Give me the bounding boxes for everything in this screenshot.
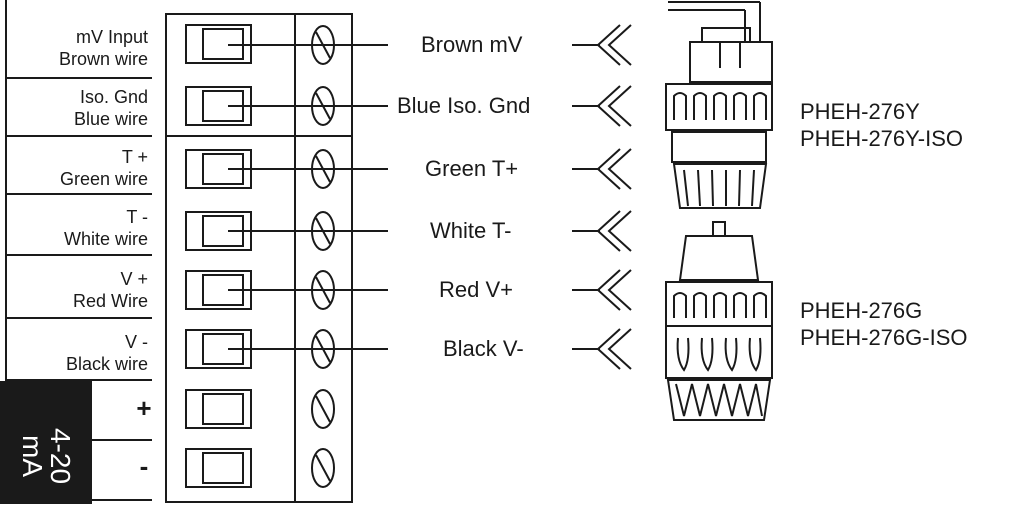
- terminal-label-6-line1: V -: [124, 332, 148, 352]
- terminal-label-6-line2: Black wire: [65, 354, 148, 374]
- arrow-1: [572, 24, 632, 66]
- terminal-label-1-line2: Brown wire: [58, 49, 148, 69]
- current-loop-label-line2: mA: [17, 435, 48, 477]
- minus-label: -: [139, 451, 149, 481]
- terminal-8: [185, 448, 335, 488]
- wire-label-2: Blue Iso. Gnd: [397, 93, 531, 118]
- terminal-label-1: mV Input Brown wire: [59, 26, 148, 70]
- arrow-4: [572, 210, 632, 252]
- terminal-label-3-line2: Green wire: [59, 169, 148, 189]
- terminal-label-2: Iso. Gnd Blue wire: [74, 86, 148, 130]
- terminal-label-1-line1: mV Input: [75, 27, 148, 47]
- terminal-label-4-line1: T -: [126, 207, 148, 227]
- sensor-model-y-line1: PHEH-276Y: [800, 99, 920, 124]
- terminal-label-4: T - White wire: [64, 206, 148, 250]
- sensor-connector-g: [665, 221, 773, 421]
- current-loop-label: 4-20 mA: [17, 406, 76, 506]
- sensor-connector-y: [665, 1, 773, 209]
- terminal-label-2-line2: Blue wire: [73, 109, 148, 129]
- terminal-label-4-line2: White wire: [63, 229, 148, 249]
- terminal-label-6: V - Black wire: [66, 331, 148, 375]
- terminal-label-5-line2: Red Wire: [72, 291, 148, 311]
- plus-label: +: [136, 393, 152, 423]
- terminal-5: [185, 270, 388, 310]
- arrow-6: [572, 328, 632, 370]
- wire-label-4: White T-: [430, 218, 512, 243]
- terminal-7: [185, 389, 335, 429]
- arrow-2: [572, 85, 632, 127]
- terminal-4: [185, 211, 388, 251]
- sensor-model-g-line1: PHEH-276G: [800, 298, 923, 323]
- label-column: [5, 0, 152, 501]
- terminal-3: [185, 149, 388, 189]
- wire-label-6: Black V-: [443, 336, 524, 361]
- terminal-label-3-line1: T +: [121, 147, 148, 167]
- wire-label-5: Red V+: [439, 277, 513, 302]
- sensor-model-g-line2: PHEH-276G-ISO: [800, 325, 968, 350]
- arrow-5: [572, 269, 632, 311]
- wire-label-1: Brown mV: [421, 32, 523, 57]
- wire-label-3: Green T+: [425, 156, 519, 181]
- terminal-label-5: V + Red Wire: [73, 268, 148, 312]
- current-loop-block: [0, 381, 92, 504]
- terminal-2: [185, 86, 388, 126]
- terminal-label-5-line1: V +: [120, 269, 148, 289]
- terminal-label-3: T + Green wire: [60, 146, 148, 190]
- sensor-model-y: PHEH-276Y PHEH-276Y-ISO: [800, 98, 963, 152]
- sensor-model-g: PHEH-276G PHEH-276G-ISO: [800, 297, 968, 351]
- sensor-model-y-line2: PHEH-276Y-ISO: [800, 126, 964, 151]
- terminal-1: [185, 24, 388, 65]
- terminal-rows: [185, 24, 388, 488]
- wire-arrows: [572, 24, 632, 370]
- terminal-6: [185, 329, 388, 369]
- arrow-3: [572, 148, 632, 190]
- current-loop-label-line1: 4-20: [45, 427, 76, 485]
- terminal-label-2-line1: Iso. Gnd: [79, 87, 148, 107]
- terminal-block: [165, 13, 353, 503]
